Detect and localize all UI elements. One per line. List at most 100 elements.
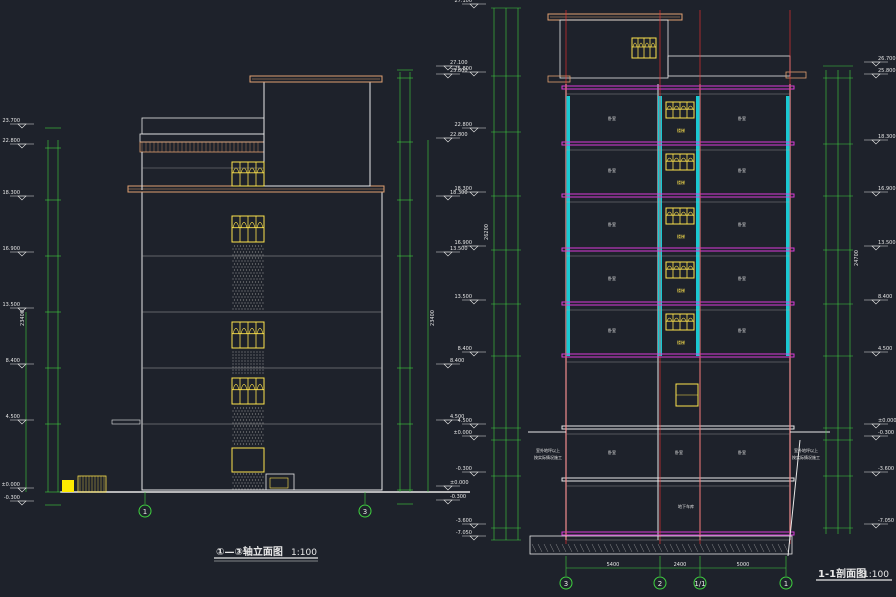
hatch-dot bbox=[242, 299, 245, 301]
hatch-dot bbox=[250, 372, 252, 374]
section-left-level-9-marker bbox=[469, 471, 479, 477]
foundation-hatch bbox=[687, 543, 693, 553]
hatch-dot bbox=[254, 305, 257, 307]
hatch-dot bbox=[260, 479, 263, 481]
hatch-dot bbox=[256, 422, 258, 424]
left-level-8-marker bbox=[17, 500, 27, 506]
right-level-2-marker bbox=[443, 137, 453, 143]
hatch-dot bbox=[239, 251, 242, 253]
foundation-hatch bbox=[645, 543, 651, 553]
hatch-dot bbox=[244, 308, 246, 310]
hatch-dot bbox=[256, 488, 258, 490]
left-level-5-marker bbox=[17, 363, 27, 369]
bottom-dim-0: 5400 bbox=[607, 562, 620, 568]
hatch-dot bbox=[253, 354, 255, 356]
note-right-0: 室外地坪以上 bbox=[794, 447, 818, 453]
hatch-dot bbox=[251, 431, 254, 433]
left-level-3-marker bbox=[17, 251, 27, 257]
hatch-dot bbox=[238, 302, 240, 304]
hatch-dot bbox=[241, 488, 243, 490]
hatch-dot bbox=[253, 428, 255, 430]
hatch-dot bbox=[251, 263, 254, 265]
hatch-dot bbox=[245, 257, 248, 259]
hatch-dot bbox=[254, 437, 257, 439]
hatch-dot bbox=[262, 372, 264, 374]
hatch-dot bbox=[254, 407, 257, 409]
hatch-dot bbox=[248, 281, 251, 283]
hatch-dot bbox=[262, 266, 264, 268]
stair-hatch-2 bbox=[232, 351, 264, 374]
section-left-level-8-text: ±0.000 bbox=[453, 430, 472, 436]
hatch-dot bbox=[242, 275, 245, 277]
hatch-dot bbox=[248, 425, 251, 427]
foundation-hatch bbox=[537, 543, 543, 553]
left-total-dim: 23400 bbox=[20, 310, 26, 326]
section-left-level-2-text: 22.800 bbox=[455, 122, 473, 128]
hatch-dot bbox=[239, 437, 242, 439]
hatch-dot bbox=[244, 372, 246, 374]
hatch-dot bbox=[238, 260, 240, 262]
hatch-dot bbox=[257, 245, 260, 247]
hatch-dot bbox=[241, 248, 243, 250]
hatch-dot bbox=[247, 410, 249, 412]
bottom-axis-bubble-1-label: 2 bbox=[658, 580, 662, 588]
hatch-dot bbox=[241, 278, 243, 280]
right-level-3-marker bbox=[443, 195, 453, 201]
hatch-dot bbox=[256, 363, 258, 365]
hatch-dot bbox=[262, 254, 264, 256]
hatch-dot bbox=[242, 413, 245, 415]
hatch-dot bbox=[260, 257, 263, 259]
hatch-dot bbox=[257, 437, 260, 439]
hatch-dot bbox=[233, 305, 236, 307]
hatch-dot bbox=[257, 479, 260, 481]
hatch-dot bbox=[247, 357, 249, 359]
slab-8 bbox=[561, 531, 795, 536]
foundation-hatch bbox=[747, 543, 753, 553]
hatch-dot bbox=[239, 425, 242, 427]
hatch-dot bbox=[232, 354, 234, 356]
hatch-dot bbox=[247, 416, 249, 418]
hatch-dot bbox=[235, 410, 237, 412]
hatch-dot bbox=[260, 473, 263, 475]
hatch-dot bbox=[233, 275, 236, 277]
hatch-dot bbox=[238, 366, 240, 368]
hatch-dot bbox=[239, 479, 242, 481]
hatch-dot bbox=[262, 440, 264, 442]
right-level-1-marker bbox=[443, 73, 453, 79]
hatch-dot bbox=[244, 434, 246, 436]
hatch-dot bbox=[238, 416, 240, 418]
section-left-level-9-text: -0.300 bbox=[456, 466, 472, 472]
hatch-dot bbox=[253, 372, 255, 374]
hatch-dot bbox=[262, 416, 264, 418]
hatch-dot bbox=[232, 248, 234, 250]
hatch-dot bbox=[257, 299, 260, 301]
foundation-hatch bbox=[675, 543, 681, 553]
hatch-dot bbox=[242, 419, 245, 421]
foundation-hatch bbox=[609, 543, 615, 553]
hatch-dot bbox=[262, 410, 264, 412]
hatch-dot bbox=[238, 360, 240, 362]
hatch-dot bbox=[248, 485, 251, 487]
hatch-dot bbox=[232, 266, 234, 268]
stair-window-3-arch bbox=[680, 265, 687, 270]
room-label-right-4: 卧室 bbox=[738, 327, 746, 333]
foundation-hatch bbox=[753, 543, 759, 553]
hatch-dot bbox=[257, 251, 260, 253]
hatch-dot bbox=[247, 266, 249, 268]
hatch-dot bbox=[233, 485, 236, 487]
hatch-dot bbox=[235, 416, 237, 418]
hatch-dot bbox=[244, 278, 246, 280]
right-level-0-text: 27.100 bbox=[450, 60, 468, 66]
hatch-dot bbox=[254, 443, 257, 445]
stair-window-2-arch bbox=[666, 211, 673, 216]
right-level-5-text: 8.400 bbox=[450, 358, 464, 364]
hatch-dot bbox=[250, 290, 252, 292]
hatch-dot bbox=[248, 287, 251, 289]
bottom-axis-bubble-0-circle bbox=[559, 576, 573, 590]
hatch-dot bbox=[251, 443, 254, 445]
hatch-dot bbox=[239, 431, 242, 433]
hatch-dot bbox=[253, 278, 255, 280]
left-level-6-marker bbox=[17, 419, 27, 425]
hatch-dot bbox=[244, 351, 246, 353]
hatch-dot bbox=[238, 351, 240, 353]
